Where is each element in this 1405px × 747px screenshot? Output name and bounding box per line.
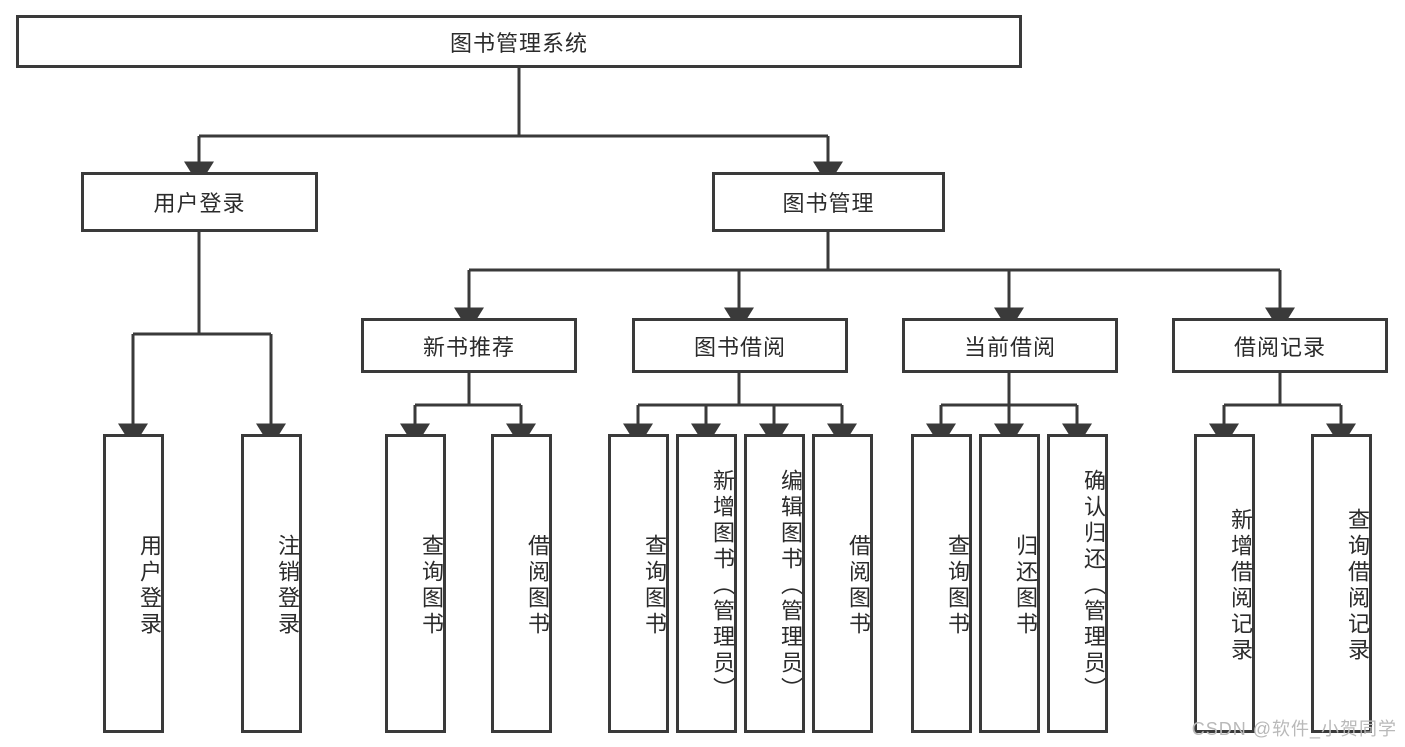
node-label: 图书管理系统 (449, 30, 588, 56)
leaf-current-borrow-query-book[interactable]: 查询图书 (911, 434, 972, 733)
node-label: 用户登录 (137, 533, 162, 638)
node-label: 用户登录 (153, 191, 246, 216)
node-label: 查询图书 (945, 533, 970, 638)
node-label: 新书推荐 (422, 334, 515, 360)
node-label: 归还图书 (1013, 533, 1038, 638)
watermark: CSDN @软件_小贺同学 (1191, 719, 1397, 739)
node-label: 新增图书（管理员） (710, 468, 735, 703)
node-current-borrow[interactable]: 当前借阅 (902, 318, 1118, 373)
node-label: 借阅图书 (525, 533, 550, 638)
node-label: 确认归还（管理员） (1081, 468, 1106, 703)
node-label: 查询借阅记录 (1345, 507, 1370, 664)
node-user-login[interactable]: 用户登录 (81, 172, 318, 232)
leaf-current-borrow-confirm-return-admin[interactable]: 确认归还（管理员） (1047, 434, 1108, 733)
node-label: 编辑图书（管理员） (778, 468, 803, 703)
node-label: 当前借阅 (963, 334, 1056, 360)
leaf-book-borrow-add-book-admin[interactable]: 新增图书（管理员） (676, 434, 737, 733)
leaf-current-borrow-return-book[interactable]: 归还图书 (979, 434, 1040, 733)
node-label: 注销登录 (275, 533, 300, 638)
node-root-book-management-system[interactable]: 图书管理系统 (16, 15, 1022, 68)
leaf-book-borrow-query-book[interactable]: 查询图书 (608, 434, 669, 733)
leaf-book-borrow-edit-book-admin[interactable]: 编辑图书（管理员） (744, 434, 805, 733)
node-label: 查询图书 (642, 533, 667, 638)
node-label: 借阅图书 (846, 533, 871, 638)
leaf-user-login-login[interactable]: 用户登录 (103, 434, 164, 733)
leaf-new-book-borrow-book[interactable]: 借阅图书 (491, 434, 552, 733)
node-label: 新增借阅记录 (1228, 507, 1253, 664)
leaf-book-borrow-borrow-book[interactable]: 借阅图书 (812, 434, 873, 733)
node-label: 图书借阅 (693, 334, 786, 360)
node-label: 图书管理 (782, 191, 875, 216)
leaf-new-book-query-book[interactable]: 查询图书 (385, 434, 446, 733)
leaf-user-login-logout[interactable]: 注销登录 (241, 434, 302, 733)
node-new-book-recommend[interactable]: 新书推荐 (361, 318, 577, 373)
node-borrow-record[interactable]: 借阅记录 (1172, 318, 1388, 373)
node-label: 查询图书 (419, 533, 444, 638)
node-book-borrow[interactable]: 图书借阅 (632, 318, 848, 373)
node-book-management[interactable]: 图书管理 (712, 172, 945, 232)
leaf-borrow-record-query-record[interactable]: 查询借阅记录 (1311, 434, 1372, 733)
node-label: 借阅记录 (1233, 334, 1326, 360)
leaf-borrow-record-add-record[interactable]: 新增借阅记录 (1194, 434, 1255, 733)
